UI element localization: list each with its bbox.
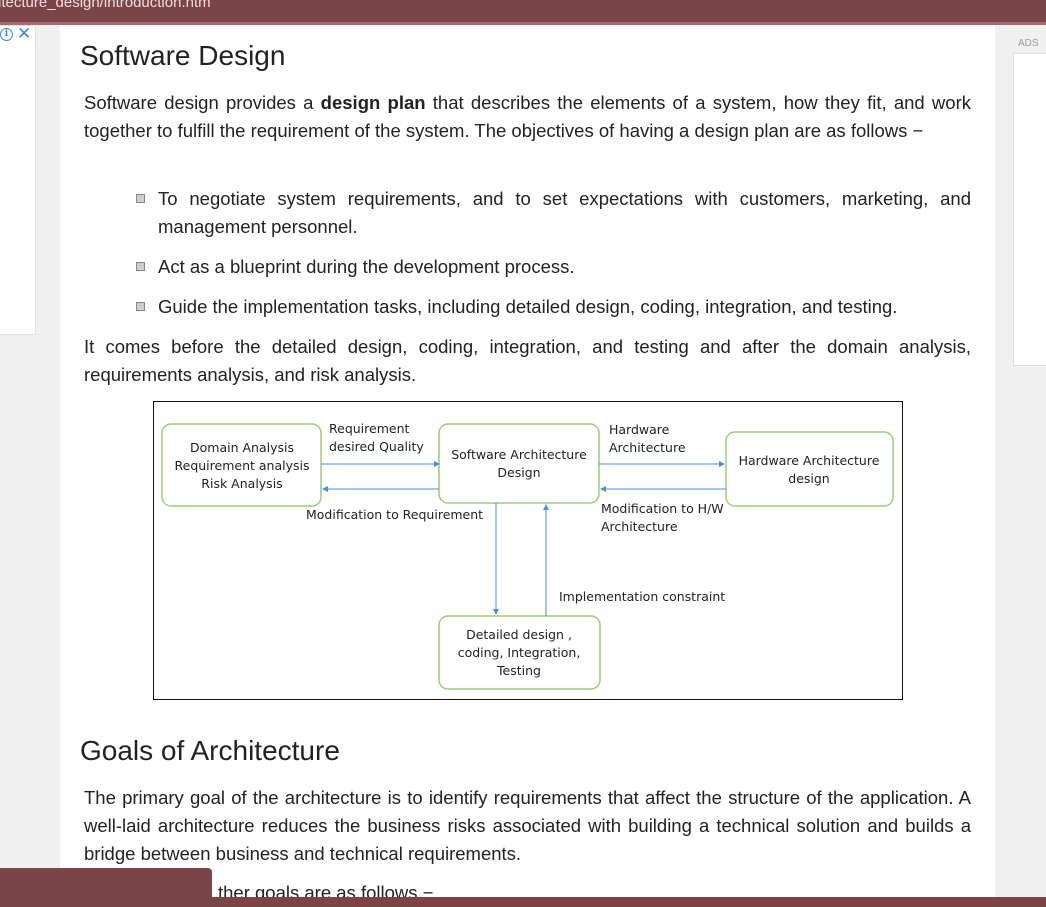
intro-text-end: that describes the elements of a system,…	[84, 92, 971, 141]
list-item: To negotiate system requirements, and to…	[136, 185, 971, 241]
goals-paragraph: The primary goal of the architecture is …	[84, 787, 971, 864]
label-mod-hw-2: Architecture	[601, 519, 678, 534]
intro-text-start: Software design provides a	[84, 92, 321, 113]
label-hardware-2: Architecture	[609, 440, 686, 455]
detailed-line-1: Detailed design ,	[466, 627, 572, 642]
domain-line-2: Requirement analysis	[175, 458, 310, 473]
label-requirement-2: desired Quality	[329, 439, 424, 454]
detailed-line-3: Testing	[496, 663, 541, 678]
architecture-diagram: Domain Analysis Requirement analysis Ris…	[153, 401, 903, 700]
domain-analysis-box	[161, 423, 322, 507]
bottom-chrome-bar	[0, 897, 1046, 907]
label-mod-hw-1: Modification to H/W	[601, 501, 724, 516]
software-architecture-box	[438, 423, 600, 504]
detailed-line-2: coding, Integration,	[458, 645, 581, 660]
ad-slot[interactable]	[1013, 53, 1046, 366]
bullet-square-icon	[136, 194, 145, 203]
list-item-text: To negotiate system requirements, and to…	[158, 188, 971, 237]
bottom-tab[interactable]	[0, 868, 212, 907]
info-icon[interactable]: i	[0, 28, 13, 41]
browser-top-bar: itecture_design/introduction.htm	[0, 0, 1046, 25]
objectives-list: To negotiate system requirements, and to…	[136, 185, 971, 333]
section-heading-goals: Goals of Architecture	[80, 735, 340, 766]
context-paragraph: It comes before the detailed design, cod…	[84, 336, 971, 385]
ads-label: ADS	[1018, 38, 1039, 49]
close-icon[interactable]: ✕	[17, 24, 32, 43]
list-item: Act as a blueprint during the developmen…	[136, 253, 971, 281]
domain-line-1: Domain Analysis	[190, 440, 294, 455]
intro-paragraph: Software design provides a design plan t…	[84, 89, 971, 145]
software-line-2: Design	[497, 465, 540, 480]
hardware-architecture-box	[725, 431, 894, 507]
list-item-text: Act as a blueprint during the developmen…	[158, 256, 575, 277]
bullet-square-icon	[136, 262, 145, 271]
diagram-svg: Domain Analysis Requirement analysis Ris…	[161, 421, 894, 690]
label-requirement-1: Requirement	[329, 421, 409, 436]
software-line-1: Software Architecture	[451, 447, 587, 462]
intro-bold-term: design plan	[320, 92, 426, 113]
list-item: Guide the implementation tasks, includin…	[136, 293, 971, 321]
label-hardware-1: Hardware	[609, 422, 670, 437]
article-content: Software Design Software design provides…	[60, 25, 995, 907]
hardware-line-1: Hardware Architecture	[739, 453, 880, 468]
label-implementation: Implementation constraint	[559, 589, 725, 604]
list-item-text: Guide the implementation tasks, includin…	[158, 296, 898, 317]
domain-line-3: Risk Analysis	[201, 476, 282, 491]
right-ad-panel: ADS	[1012, 36, 1046, 366]
section-heading-software-design: Software Design	[80, 40, 286, 71]
detailed-design-box	[438, 615, 601, 690]
left-ad-panel[interactable]: i ✕	[0, 25, 36, 335]
label-mod-requirement: Modification to Requirement	[306, 507, 483, 522]
bullet-square-icon	[136, 302, 145, 311]
address-url-text[interactable]: itecture_design/introduction.htm	[0, 0, 211, 11]
hardware-line-2: design	[788, 471, 829, 486]
